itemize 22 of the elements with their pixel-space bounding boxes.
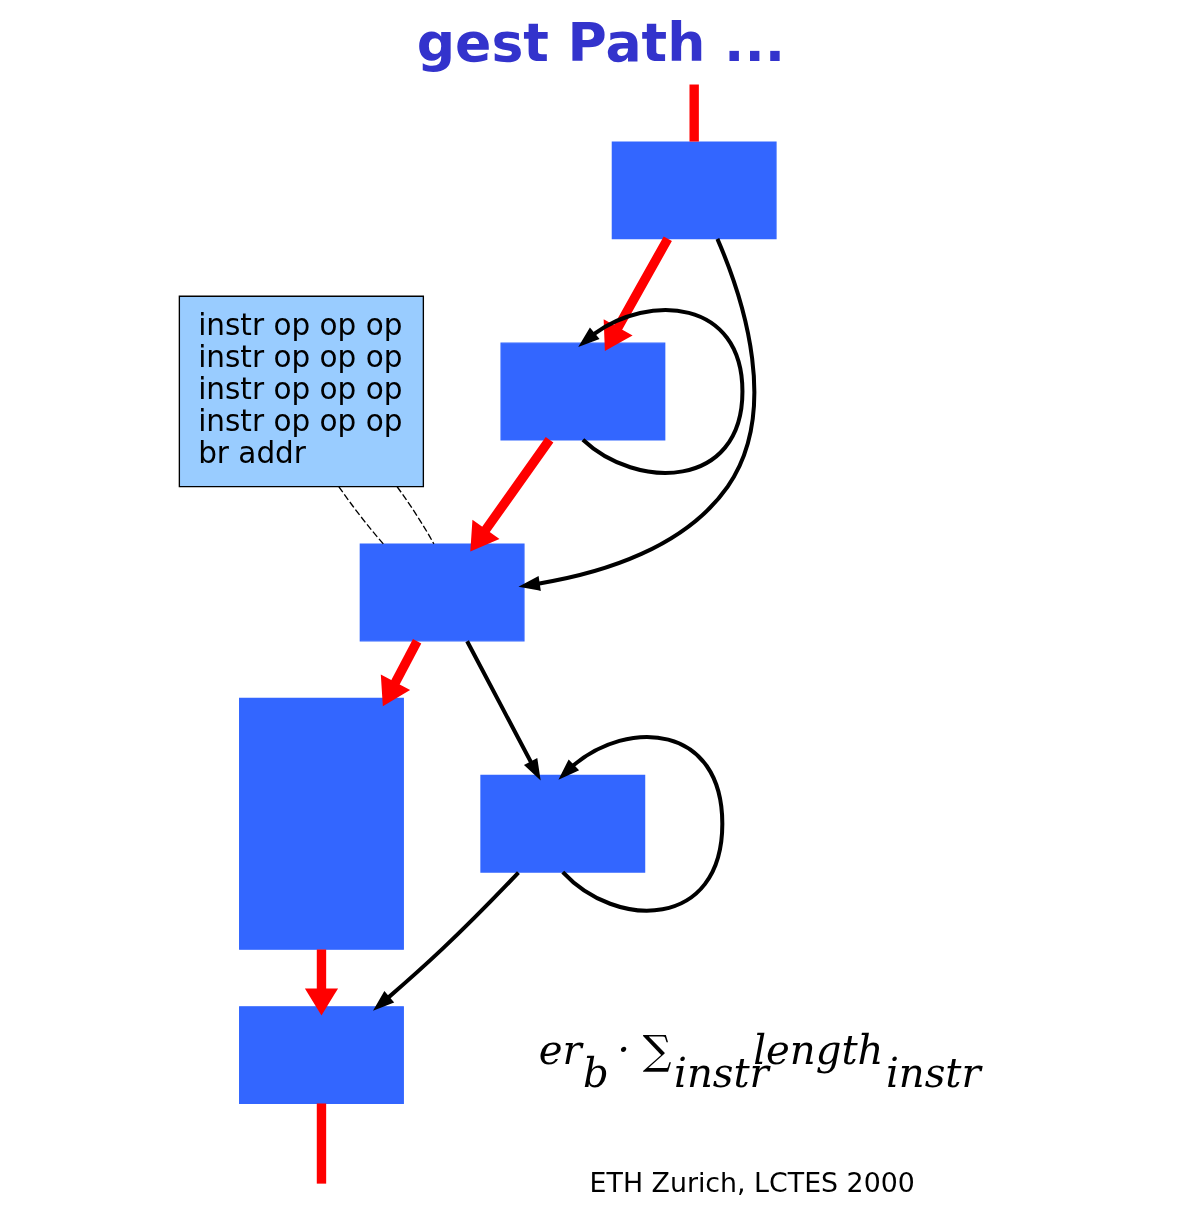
diagram-title: gest Path ... — [416, 10, 786, 74]
arrow — [578, 308, 745, 475]
node-box — [480, 774, 646, 873]
connector — [689, 84, 699, 142]
arrow — [470, 437, 554, 552]
node-box — [500, 342, 666, 441]
node-box — [239, 697, 404, 950]
label: ETH Zurich, LCTES 2000 — [589, 1166, 915, 1198]
node-box — [239, 1006, 404, 1104]
node-box — [611, 141, 777, 240]
connector — [396, 486, 435, 545]
arrow — [603, 236, 672, 351]
node-box: instr op op op instr op op op instr op op op instr op op op br addr — [178, 295, 425, 488]
node-box — [359, 543, 525, 642]
connector — [316, 1103, 327, 1184]
arrow — [304, 949, 339, 1016]
connector — [338, 486, 384, 545]
arrow — [558, 735, 725, 913]
arrow — [518, 238, 757, 591]
arrow — [380, 639, 422, 707]
arrow — [373, 871, 520, 1011]
arrow — [465, 640, 541, 781]
